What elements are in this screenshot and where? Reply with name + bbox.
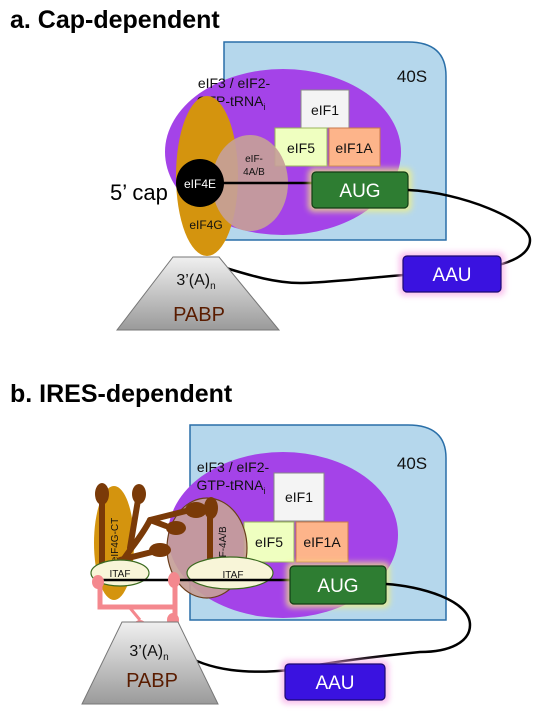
ires-loop bbox=[185, 502, 207, 518]
ires-stem bbox=[127, 497, 141, 551]
aug-label: AUG bbox=[317, 576, 358, 597]
eif4e-cap-binding bbox=[176, 159, 224, 207]
eif5-label: eIF5 bbox=[255, 534, 283, 550]
polya-tail-label: 3’(A)n bbox=[176, 272, 215, 292]
ires-loop bbox=[132, 484, 146, 504]
ires-loop bbox=[149, 543, 171, 557]
aau-stop-codon bbox=[402, 255, 502, 293]
itaf-left-label: ITAF bbox=[110, 569, 131, 580]
panel-b-title: b. IRES-dependent bbox=[10, 380, 233, 408]
itaf-right-label: ITAF bbox=[223, 570, 244, 581]
pabp-protein bbox=[81, 621, 219, 705]
eif5-label: eIF5 bbox=[287, 140, 315, 156]
ires-stem bbox=[117, 549, 155, 563]
eif3-label-line2: GTP-tRNAi bbox=[197, 477, 266, 496]
panel-a-title: a. Cap-dependent bbox=[10, 6, 220, 34]
eif4g-label: eIF4G bbox=[189, 218, 222, 232]
eif1-box bbox=[300, 89, 350, 129]
polya-tail-label: 3’(A)n bbox=[129, 643, 168, 663]
cap-label: 5’ cap bbox=[110, 180, 168, 205]
eif4ab-label: eIF-4A/B bbox=[218, 526, 229, 566]
eif1-label: eIF1 bbox=[311, 102, 339, 118]
eif1-label: eIF1 bbox=[285, 489, 313, 505]
eif3-label-line1: eIF3 / eIF2- bbox=[198, 75, 271, 91]
eif1a-label: eIF1A bbox=[303, 534, 341, 550]
pabp-protein bbox=[115, 256, 281, 331]
pabp-label: PABP bbox=[126, 670, 178, 692]
aau-stop-codon bbox=[284, 663, 386, 701]
eif4ab-label-line2: 4A/B bbox=[243, 167, 265, 178]
eif4e-label: eIF4E bbox=[184, 177, 216, 191]
ires-loop bbox=[95, 483, 109, 505]
eif5-box bbox=[243, 521, 295, 563]
ires-stem bbox=[147, 507, 193, 523]
eif1a-box bbox=[295, 521, 349, 563]
eif1a-label: eIF1A bbox=[335, 140, 373, 156]
panel-b: b. IRES-dependent 40S eIF3 / eIF2- GTP-t… bbox=[10, 380, 472, 705]
aau-label: AAU bbox=[432, 265, 471, 286]
eif1-box bbox=[273, 472, 325, 522]
eif3-label-line1: eIF3 / eIF2- bbox=[197, 459, 270, 475]
eif4ab-label-line1: eIF- bbox=[245, 154, 263, 165]
ribosome-40s-label: 40S bbox=[397, 67, 427, 86]
eif1a-box bbox=[328, 127, 381, 167]
ires-loop bbox=[204, 497, 218, 519]
panel-a: a. Cap-dependent 40S eIF3 / eIF2- GTP-tR… bbox=[10, 6, 532, 331]
ires-loop bbox=[166, 521, 186, 535]
aau-label: AAU bbox=[315, 673, 354, 694]
ires-stem bbox=[147, 517, 169, 529]
eif4g-ct-label: eIF4G-CT bbox=[110, 518, 121, 562]
pabp-label: PABP bbox=[173, 304, 225, 326]
ribosome-40s-label: 40S bbox=[397, 454, 427, 473]
aug-label: AUG bbox=[339, 181, 380, 202]
